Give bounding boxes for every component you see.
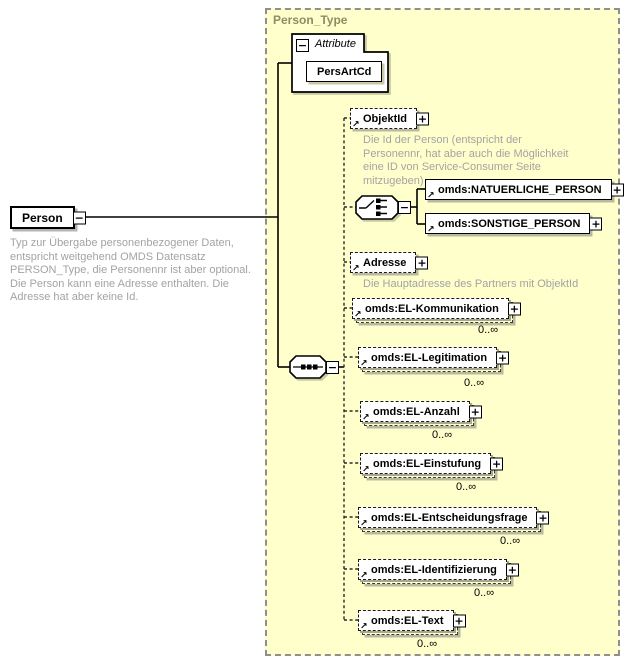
person-type-title: Person_Type (273, 13, 348, 27)
element-label: omds:NATUERLICHE_PERSON (438, 183, 602, 196)
expand-icon[interactable]: + (416, 112, 430, 125)
element-person[interactable]: Person − (10, 206, 86, 229)
element-label: omds:EL-Text (371, 614, 444, 627)
occurrence-label: 0..∞ (432, 429, 453, 441)
objektid-description: Die Id der Person (entspricht der Person… (363, 134, 569, 187)
element-label: omds:EL-Entscheidungsfrage (371, 511, 528, 524)
reference-arrow-icon: ↗ (360, 359, 368, 369)
reference-arrow-icon: ↗ (427, 191, 435, 201)
element-el-identifizierung[interactable]: ↗ omds:EL-Identifizierung + (358, 559, 519, 584)
collapse-icon[interactable]: − (296, 39, 309, 52)
reference-arrow-icon: ↗ (362, 465, 370, 475)
occurrence-label: 0..∞ (464, 377, 485, 389)
expand-icon[interactable]: + (610, 183, 624, 196)
element-el-entscheidungsfrage[interactable]: ↗ omds:EL-Entscheidungsfrage + (358, 507, 550, 532)
element-el-kommunikation[interactable]: ↗ omds:EL-Kommunikation + (352, 298, 521, 323)
element-label: ObjektId (363, 112, 408, 125)
collapse-icon[interactable]: − (398, 201, 411, 214)
reference-arrow-icon: ↗ (362, 413, 370, 423)
expand-icon[interactable]: + (536, 511, 550, 524)
element-label: omds:EL-Anzahl (373, 405, 460, 418)
element-label: Person (22, 210, 63, 225)
attribute-section-label: Attribute (315, 38, 356, 50)
adresse-description: Die Hauptadresse des Partners mit Objekt… (363, 278, 579, 290)
expand-icon[interactable]: + (452, 614, 466, 627)
person-type-panel (265, 8, 620, 656)
person-description: Typ zur Übergabe personenbezogener Daten… (10, 237, 251, 303)
expand-icon[interactable]: + (490, 457, 504, 470)
collapse-icon[interactable]: − (326, 361, 339, 374)
expand-icon[interactable]: + (505, 563, 519, 576)
reference-arrow-icon: ↗ (427, 225, 435, 235)
element-label: omds:EL-Kommunikation (365, 302, 499, 315)
reference-arrow-icon: ↗ (352, 120, 360, 130)
element-natuerliche-person[interactable]: ↗ omds:NATUERLICHE_PERSON + (425, 179, 624, 201)
attribute-label: PersArtCd (317, 65, 372, 78)
element-el-legitimation[interactable]: ↗ omds:EL-Legitimation + (358, 347, 510, 372)
occurrence-label: 0..∞ (417, 638, 438, 650)
element-el-anzahl[interactable]: ↗ omds:EL-Anzahl + (360, 401, 482, 426)
reference-arrow-icon: ↗ (352, 264, 360, 274)
element-label: omds:SONSTIGE_PERSON (438, 217, 581, 230)
element-adresse[interactable]: ↗ Adresse + (350, 252, 429, 274)
element-label: Adresse (363, 256, 407, 269)
expand-icon[interactable]: + (496, 351, 510, 364)
occurrence-label: 0..∞ (478, 324, 499, 336)
expand-icon[interactable]: + (589, 217, 603, 230)
occurrence-label: 0..∞ (474, 587, 495, 599)
occurrence-label: 0..∞ (500, 535, 521, 547)
element-label: omds:EL-Legitimation (371, 351, 488, 364)
reference-arrow-icon: ↗ (360, 571, 368, 581)
element-sonstige-person[interactable]: ↗ omds:SONSTIGE_PERSON + (425, 213, 603, 235)
reference-arrow-icon: ↗ (354, 310, 362, 320)
expand-icon[interactable]: + (507, 302, 521, 315)
element-el-text[interactable]: ↗ omds:EL-Text + (358, 610, 466, 635)
collapse-icon[interactable]: − (72, 211, 86, 224)
expand-icon[interactable]: + (468, 405, 482, 418)
occurrence-label: 0..∞ (456, 481, 477, 493)
expand-icon[interactable]: + (415, 256, 429, 269)
element-el-einstufung[interactable]: ↗ omds:EL-Einstufung + (360, 453, 504, 478)
element-label: omds:EL-Identifizierung (371, 563, 497, 576)
reference-arrow-icon: ↗ (360, 622, 368, 632)
reference-arrow-icon: ↗ (360, 519, 368, 529)
attribute-persartcd[interactable]: PersArtCd (306, 61, 383, 82)
element-label: omds:EL-Einstufung (373, 457, 482, 470)
element-objektid[interactable]: ↗ ObjektId + (350, 108, 430, 130)
